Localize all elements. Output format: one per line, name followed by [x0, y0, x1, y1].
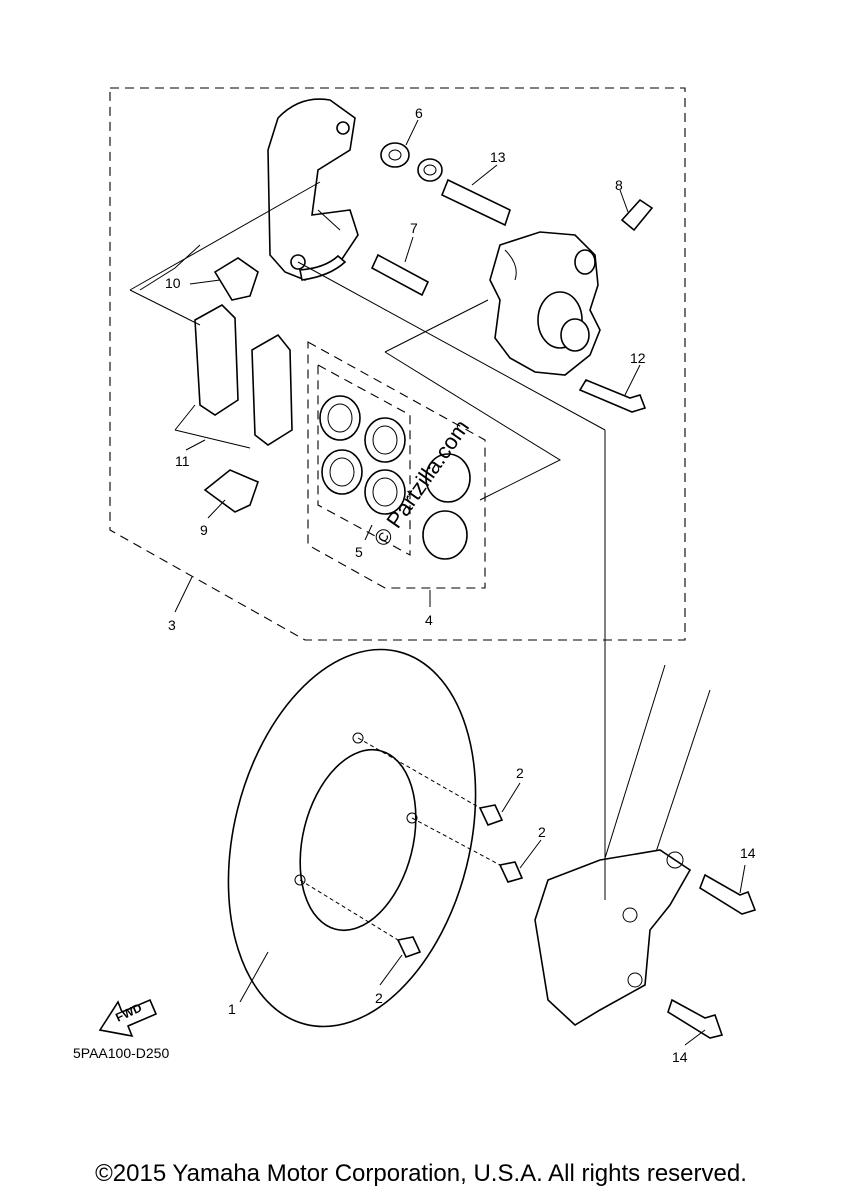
- callout-3: 3: [168, 617, 176, 633]
- callout-4: 4: [425, 612, 433, 628]
- diagram-code: 5PAA100-D250: [73, 1045, 169, 1061]
- callout-14: 14: [740, 845, 756, 861]
- caliper-body: [489, 231, 601, 376]
- callout-12: 12: [630, 350, 646, 366]
- callout-14: 14: [672, 1049, 688, 1065]
- callout-2: 2: [516, 765, 524, 781]
- callout-11: 11: [175, 453, 190, 469]
- callout-1: 1: [228, 1001, 236, 1017]
- callout-2: 2: [375, 990, 383, 1006]
- fwd-arrow-icon: FWD: [98, 998, 158, 1038]
- callout-10: 10: [165, 275, 181, 291]
- callout-2: 2: [538, 824, 546, 840]
- caliper-bracket: [267, 98, 359, 281]
- fork-leg: [534, 664, 711, 1026]
- brake-disc: [227, 648, 477, 1028]
- callout-9: 9: [200, 522, 208, 538]
- assembly-boundaries: [109, 87, 686, 641]
- leader-lines: [129, 119, 746, 1046]
- copyright-notice: ©2015 Yamaha Motor Corporation, U.S.A. A…: [95, 1160, 747, 1187]
- callout-labels: 1 2 2 2 3 4 5 6 7 8 9 10 11 12 13 14 14: [165, 105, 756, 1065]
- small-parts: [194, 142, 654, 560]
- callout-7: 7: [410, 220, 418, 236]
- bolts: [396, 804, 757, 1039]
- callout-8: 8: [615, 177, 623, 193]
- callout-6: 6: [415, 105, 423, 121]
- callout-13: 13: [490, 149, 506, 165]
- callout-5: 5: [355, 544, 363, 560]
